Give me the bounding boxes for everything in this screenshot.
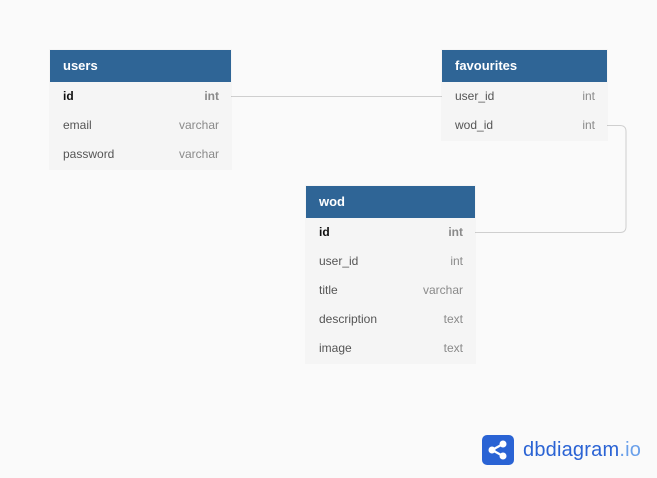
field-name: title <box>319 283 338 297</box>
field-row[interactable]: id int <box>50 82 231 111</box>
brand-name: dbdiagram.io <box>523 439 641 462</box>
field-type: varchar <box>422 283 463 297</box>
field-type: int <box>448 225 463 239</box>
field-name: wod_id <box>455 118 494 132</box>
field-name: description <box>319 312 378 326</box>
field-name: user_id <box>319 254 359 268</box>
brand-name-suffix: .io <box>619 438 642 461</box>
field-row[interactable]: user_id int <box>442 82 607 111</box>
relation-favourites-wod[interactable] <box>475 125 627 233</box>
field-type: int <box>450 254 463 268</box>
dbdiagram-logo[interactable]: dbdiagram.io <box>482 435 641 465</box>
field-row[interactable]: password varchar <box>50 140 231 169</box>
table-favourites[interactable]: favourites user_id int wod_id int <box>442 50 607 140</box>
field-name: id <box>319 225 330 239</box>
field-name: email <box>63 118 92 132</box>
field-row[interactable]: email varchar <box>50 111 231 140</box>
field-type: varchar <box>178 147 219 161</box>
table-header[interactable]: favourites <box>442 50 607 82</box>
field-row[interactable]: id int <box>306 218 475 247</box>
field-type: varchar <box>178 118 219 132</box>
brand-name-main: dbdiagram <box>523 438 620 461</box>
field-type: text <box>443 312 463 326</box>
field-type: int <box>582 118 595 132</box>
field-row[interactable]: image text <box>306 334 475 363</box>
field-row[interactable]: wod_id int <box>442 111 607 140</box>
table-header[interactable]: wod <box>306 186 475 218</box>
field-row[interactable]: user_id int <box>306 247 475 276</box>
field-name: image <box>319 341 352 355</box>
field-type: int <box>582 89 595 103</box>
table-wod[interactable]: wod id int user_id int title varchar des… <box>306 186 475 363</box>
field-type: int <box>204 89 219 103</box>
share-nodes-icon <box>482 435 514 465</box>
table-header[interactable]: users <box>50 50 231 82</box>
field-row[interactable]: title varchar <box>306 276 475 305</box>
field-name: user_id <box>455 89 495 103</box>
table-users[interactable]: users id int email varchar password varc… <box>50 50 231 169</box>
field-name: id <box>63 89 74 103</box>
field-type: text <box>443 341 463 355</box>
field-name: password <box>63 147 115 161</box>
field-row[interactable]: description text <box>306 305 475 334</box>
